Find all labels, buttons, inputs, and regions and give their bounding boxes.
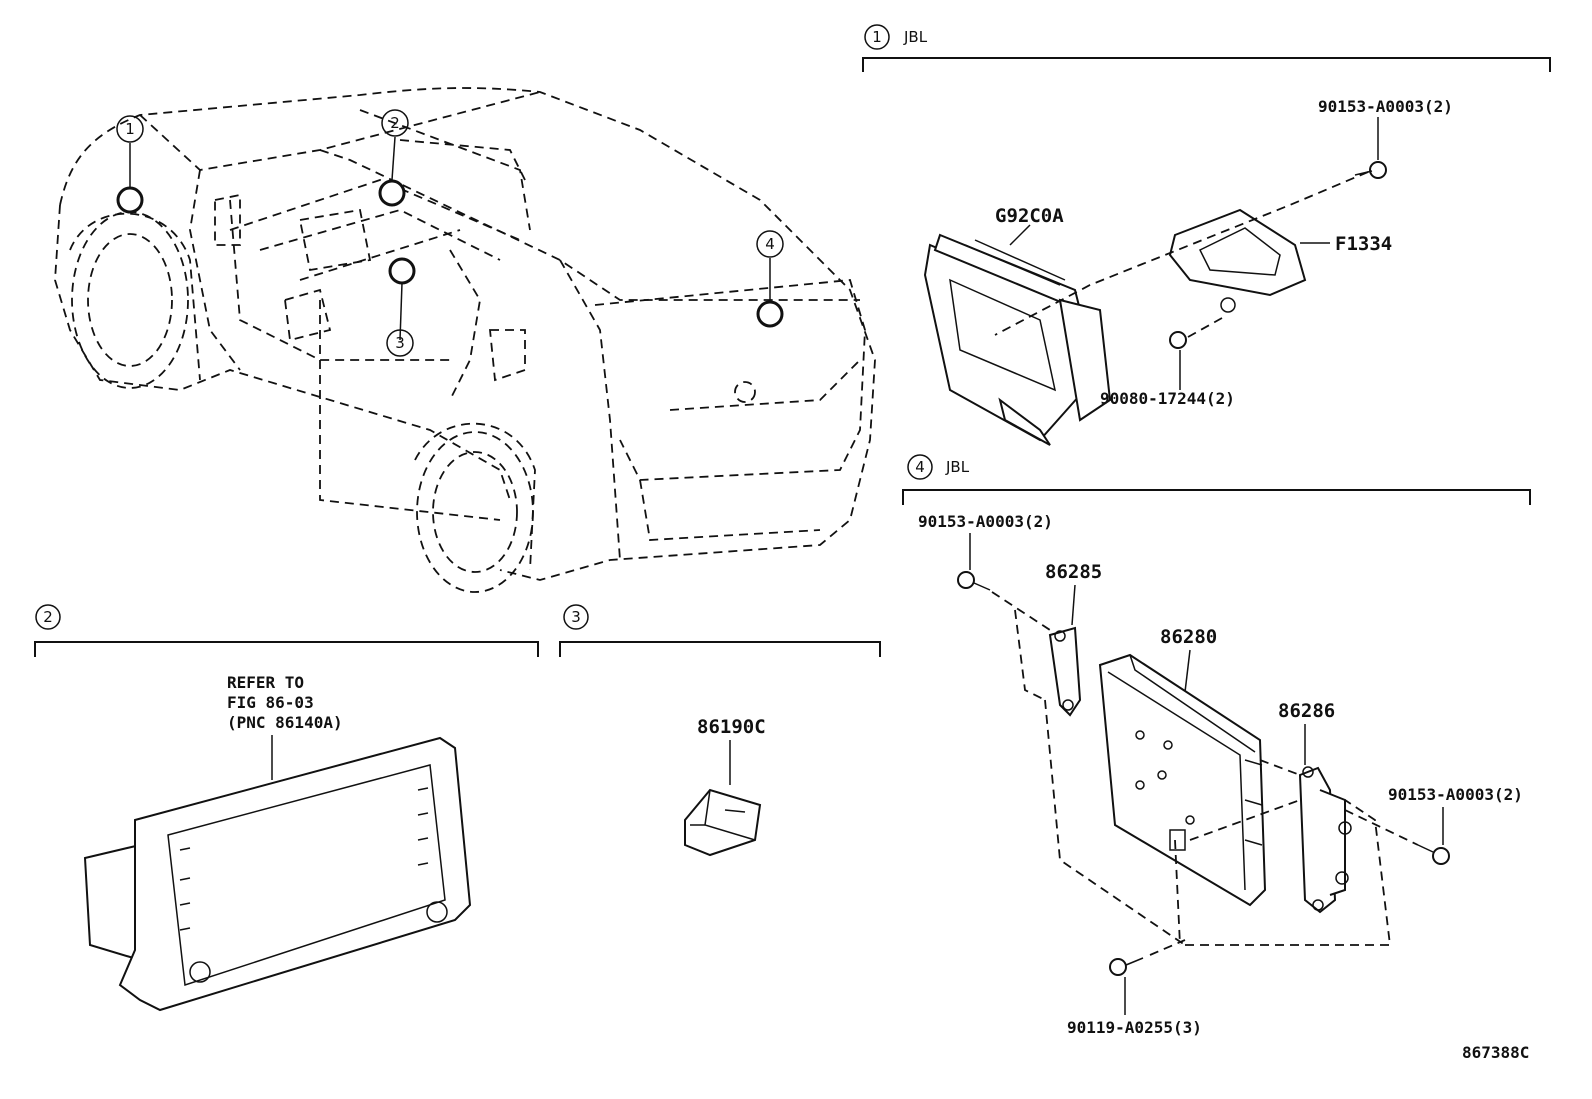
label-90153-s4-top: 90153-A0003(2) <box>918 512 1053 531</box>
section-2-number: 2 <box>43 608 53 626</box>
section-4-number: 4 <box>915 458 925 476</box>
label-g92c0a: G92C0A <box>995 205 1064 227</box>
section-3-number: 3 <box>571 608 581 626</box>
label-86280: 86280 <box>1160 626 1217 648</box>
location-marker-3 <box>388 257 416 285</box>
refer-line-3: (PNC 86140A) <box>227 713 343 732</box>
figure-id: 867388C <box>1462 1043 1529 1062</box>
vehicle-illustration: 1 2 3 4 <box>54 87 876 593</box>
section-4-label: JBL <box>945 458 970 476</box>
usb-port <box>684 788 762 857</box>
label-86286: 86286 <box>1278 700 1335 722</box>
bolt-icon <box>1417 844 1450 865</box>
nut-icon <box>1169 331 1187 349</box>
vehicle-callout-2: 2 <box>390 114 400 132</box>
section-1-label: JBL <box>903 28 928 46</box>
label-90119: 90119-A0255(3) <box>1067 1018 1202 1037</box>
amplifier-86280 <box>1098 653 1267 907</box>
label-86285: 86285 <box>1045 561 1102 583</box>
section-1: 1 JBL G92C0A F1334 90153-A0003(2 <box>862 24 1551 446</box>
label-90153-top: 90153-A0003(2) <box>1318 97 1453 116</box>
vehicle-callout-1: 1 <box>125 120 135 138</box>
refer-line-2: FIG 86-03 <box>227 693 314 712</box>
bolt-icon <box>1109 957 1144 976</box>
label-90080: 90080-17244(2) <box>1100 389 1235 408</box>
bolt-icon <box>957 571 991 591</box>
section-2: 2 REFER TO FIG 86-03 (PNC 86140A) <box>34 604 539 1012</box>
location-marker-4 <box>756 300 784 328</box>
section-1-number: 1 <box>872 28 882 46</box>
bolt-icon <box>1354 161 1387 179</box>
bracket-f1334 <box>1168 208 1307 313</box>
label-90153-s4-right: 90153-A0003(2) <box>1388 785 1523 804</box>
label-86190c: 86190C <box>697 716 766 738</box>
bracket-86285 <box>1048 626 1082 717</box>
refer-line-1: REFER TO <box>227 673 304 692</box>
location-marker-2 <box>378 179 406 207</box>
display-unit <box>83 736 472 1012</box>
vehicle-callout-3: 3 <box>395 334 405 352</box>
bracket-86286 <box>1298 766 1352 914</box>
section-3: 3 86190C <box>559 604 881 857</box>
section-4: 4 JBL 90153-A0003(2) 86285 86280 <box>902 454 1531 1037</box>
location-marker-1 <box>116 186 144 214</box>
label-f1334: F1334 <box>1335 233 1392 255</box>
amplifier-g92c0a <box>923 233 1112 446</box>
vehicle-callout-4: 4 <box>765 235 775 253</box>
